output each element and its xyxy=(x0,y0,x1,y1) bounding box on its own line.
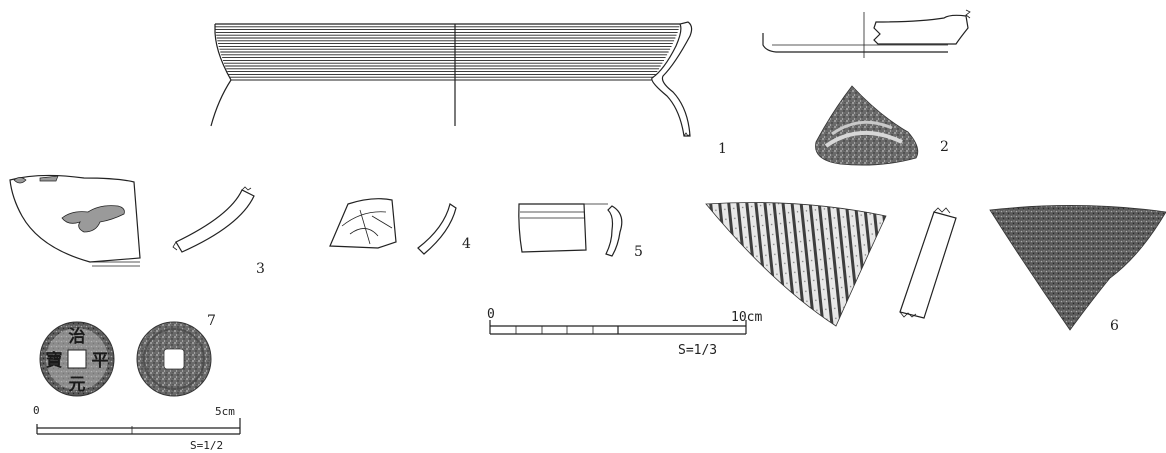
vessel-drawing-1: 1 xyxy=(210,21,727,157)
coin-char-bottom: 元 xyxy=(69,375,86,395)
figure-label-7: 7 xyxy=(207,313,216,329)
sherd-4-section xyxy=(417,203,457,255)
figure-label-4: 4 xyxy=(462,236,471,252)
coin-char-right: 平 xyxy=(92,351,109,371)
base-2-section xyxy=(873,14,969,45)
figure-label-3: 3 xyxy=(256,261,265,277)
coin-char-top: 治 xyxy=(69,326,86,347)
coin-7: 治 平 元 寶 7 xyxy=(39,313,216,397)
vessel-1-left-profile xyxy=(210,24,232,127)
rim-5-section xyxy=(605,205,623,257)
figure-label-6: 6 xyxy=(1110,318,1119,334)
base-2-outline xyxy=(762,33,948,53)
coin-7-reverse xyxy=(136,321,212,397)
bowl-3-section xyxy=(175,189,255,253)
scale-main-ratio: S=1/3 xyxy=(678,343,717,358)
scale-bar-main: 0 10cm S=1/3 xyxy=(487,307,762,358)
vessel-1-break xyxy=(683,132,691,137)
figure-label-1: 1 xyxy=(718,141,727,157)
scale-coin-end: 5cm xyxy=(215,405,235,418)
scale-coin-start: 0 xyxy=(33,404,40,417)
bowl-3-outline xyxy=(9,174,141,263)
figure-label-5: 5 xyxy=(634,244,643,260)
scale-coin-ratio: S=1/2 xyxy=(190,439,223,452)
vessel-1-section xyxy=(651,21,693,137)
coin-char-left: 寶 xyxy=(46,350,63,371)
figure-label-2: 2 xyxy=(940,139,949,155)
sherd-6-combed-rubbing xyxy=(705,202,887,327)
coin-7-obverse: 治 平 元 寶 xyxy=(39,321,115,397)
base-fragment-2: 2 xyxy=(762,9,971,166)
bowl-3-glaze-motif xyxy=(61,205,125,233)
scale-bar-coin: 0 5cm S=1/2 xyxy=(33,404,241,452)
base-2-rubbing xyxy=(815,85,919,166)
sherd-6-section xyxy=(899,211,957,319)
scale-main-end: 10cm xyxy=(731,310,762,325)
rim-5-outline xyxy=(518,203,587,253)
sherd-6-textured-rubbing xyxy=(989,205,1166,331)
scale-main-start: 0 xyxy=(487,307,495,322)
sherd-fragment-4: 4 xyxy=(329,198,471,255)
vessel-1-hatching xyxy=(215,23,680,81)
sherd-fragment-6: 6 xyxy=(705,202,1166,334)
rim-fragment-5: 5 xyxy=(518,203,643,260)
bowl-fragment-3: 3 xyxy=(9,174,265,277)
sherd-4-outline xyxy=(329,198,397,249)
